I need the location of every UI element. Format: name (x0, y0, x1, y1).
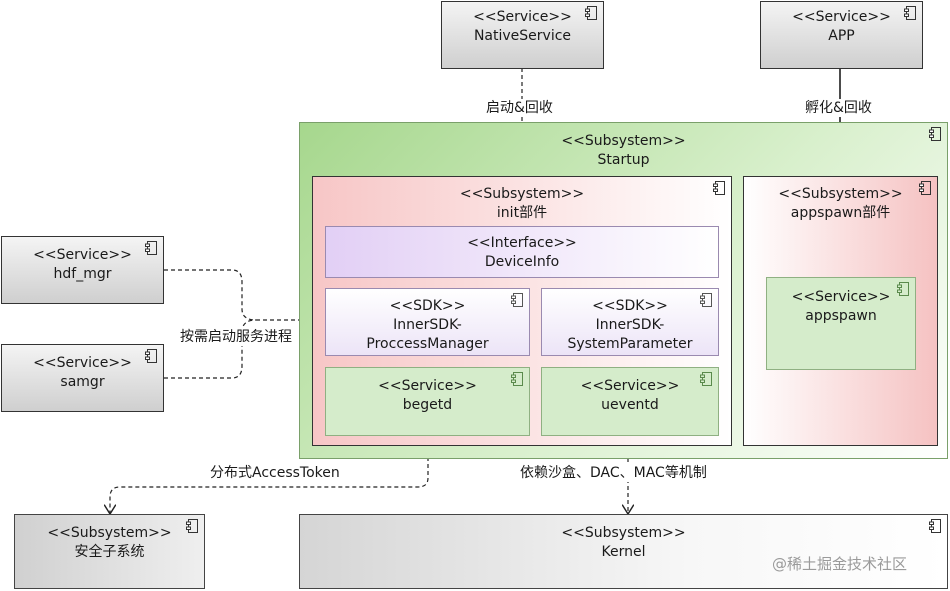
device-info-interface: <<Interface>> DeviceInfo (325, 226, 719, 278)
edge-label-distributed-token: 分布式AccessToken (208, 464, 342, 482)
stereotype: <<Service>> (791, 289, 891, 305)
component-icon (919, 181, 931, 195)
watermark: @稀土掘金技术社区 (772, 555, 908, 573)
node-name: samgr (60, 374, 105, 390)
kernel-subsystem: <<Subsystem>> Kernel (299, 514, 948, 589)
component-icon (186, 519, 198, 533)
stereotype: <<Subsystem>> (459, 186, 585, 202)
node-name: DeviceInfo (484, 254, 560, 270)
stereotype: <<Service>> (792, 9, 891, 25)
node-name-line2: SystemParameter (567, 336, 693, 352)
node-name: Kernel (601, 544, 646, 560)
edge-label-depends-on: 依赖沙盒、DAC、MAC等机制 (518, 464, 709, 482)
node-name-line1: InnerSDK- (595, 317, 665, 333)
node-name: 安全子系统 (74, 544, 145, 560)
stereotype: <<Service>> (378, 378, 477, 394)
stereotype: <<SDK>> (592, 298, 668, 314)
node-name: NativeService (473, 28, 572, 44)
hdf-mgr-node: <<Service>> hdf_mgr (1, 236, 164, 304)
stereotype: <<Interface>> (467, 235, 577, 251)
security-subsystem: <<Subsystem>> 安全子系统 (14, 514, 205, 589)
node-name: init部件 (496, 205, 548, 221)
node-name: ueventd (601, 397, 659, 413)
stereotype: <<SDK>> (389, 298, 466, 314)
edge-samgr-to-init (164, 319, 257, 379)
appspawn-service: <<Service>> appspawn (766, 277, 916, 370)
edge-label-start-recycle: 启动&回收 (484, 99, 555, 117)
begetd-service: <<Service>> begetd (325, 367, 530, 436)
component-icon (585, 6, 597, 20)
component-icon (897, 282, 909, 296)
component-icon (511, 293, 523, 307)
node-name: appspawn (805, 308, 877, 324)
node-name: appspawn部件 (790, 205, 891, 221)
component-icon (929, 127, 941, 141)
edge-label-on-demand: 按需启动服务进程 (178, 328, 294, 346)
stereotype: <<Service>> (580, 378, 680, 394)
stereotype: <<Service>> (473, 9, 572, 25)
component-icon (511, 372, 523, 386)
node-name-line1: InnerSDK- (393, 317, 462, 333)
stereotype: <<Subsystem>> (561, 133, 686, 149)
samgr-node: <<Service>> samgr (1, 344, 164, 412)
node-name: Startup (597, 152, 650, 168)
stereotype: <<Subsystem>> (561, 525, 686, 541)
node-name: begetd (402, 397, 453, 413)
component-icon (700, 293, 712, 307)
node-name: hdf_mgr (53, 266, 112, 282)
ueventd-service: <<Service>> ueventd (541, 367, 719, 436)
stereotype: <<Subsystem>> (47, 525, 172, 541)
app-node: <<Service>> APP (760, 1, 923, 69)
edge-begetd-to-security (110, 436, 429, 514)
component-icon (929, 519, 941, 533)
component-icon (904, 6, 916, 20)
stereotype: <<Service>> (33, 355, 132, 371)
component-icon (145, 241, 157, 255)
component-icon (700, 372, 712, 386)
stereotype: <<Service>> (33, 247, 132, 263)
native-service-node: <<Service>> NativeService (441, 1, 604, 69)
sdk-proccess-manager: <<SDK>> InnerSDK- ProccessManager (325, 288, 530, 356)
component-icon (145, 349, 157, 363)
edge-hdfmgr-to-init (164, 269, 325, 320)
stereotype: <<Subsystem>> (778, 186, 903, 202)
edge-label-incubate-recycle: 孵化&回收 (803, 99, 874, 117)
node-name-line2: ProccessManager (366, 336, 489, 352)
node-name: APP (828, 28, 855, 44)
component-icon (713, 181, 725, 195)
sdk-system-parameter: <<SDK>> InnerSDK- SystemParameter (541, 288, 719, 356)
